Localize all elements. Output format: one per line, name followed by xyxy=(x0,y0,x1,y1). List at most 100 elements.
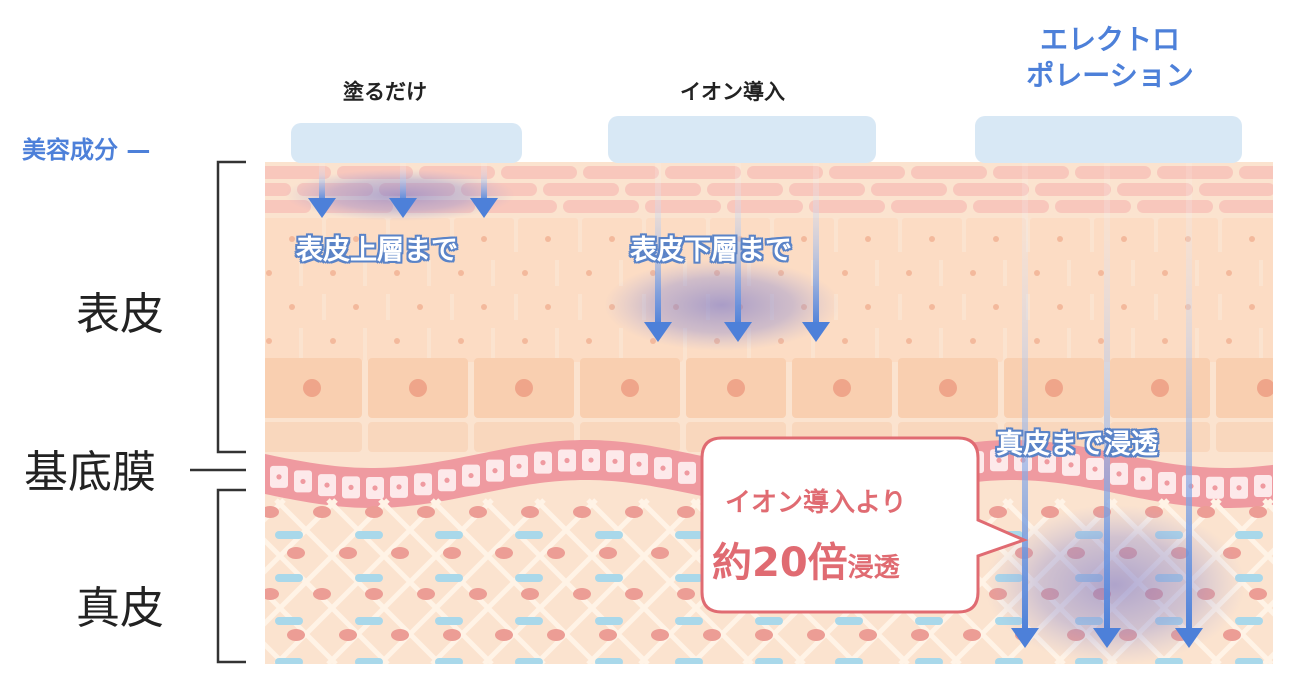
lattice-line xyxy=(0,500,24,664)
dermis-cell xyxy=(599,547,617,559)
cell-nucleus xyxy=(481,236,487,242)
callout-bubble xyxy=(700,436,1029,614)
top-cell xyxy=(871,183,947,196)
basal-nucleus xyxy=(727,379,745,397)
callout-penetration: 浸透 xyxy=(847,553,900,583)
arrow-down-icon xyxy=(724,322,752,342)
ingredient-box-electro xyxy=(975,116,1242,163)
cell-nucleus xyxy=(458,338,464,344)
cell-nucleus xyxy=(970,270,976,276)
top-cell xyxy=(1075,166,1151,179)
membrane-nucleus xyxy=(540,460,546,466)
collagen-dash xyxy=(835,617,863,625)
apply-arrow xyxy=(308,163,336,218)
basal-cell-lower xyxy=(265,422,362,452)
membrane-nucleus xyxy=(516,463,522,469)
cell-nucleus xyxy=(330,338,336,344)
lattice-line xyxy=(1210,498,1273,565)
basal-nucleus xyxy=(621,379,639,397)
dermis-cell xyxy=(521,588,539,600)
top-cell xyxy=(1035,183,1111,196)
cell-nucleus xyxy=(929,304,935,310)
ion-arrow xyxy=(644,163,672,342)
top-cell xyxy=(1117,183,1193,196)
dermis-cell xyxy=(547,629,565,641)
cell-nucleus xyxy=(353,304,359,310)
cell-nucleus xyxy=(417,304,423,310)
top-cell xyxy=(583,166,659,179)
top-cell xyxy=(1055,200,1131,213)
cell-nucleus xyxy=(906,338,912,344)
top-cell xyxy=(265,183,291,196)
cell-nucleus xyxy=(394,338,400,344)
membrane-nucleus xyxy=(660,465,666,471)
cell-nucleus xyxy=(609,236,615,242)
collagen-dash xyxy=(1235,531,1263,539)
bracket-icon xyxy=(216,160,246,454)
top-cell xyxy=(973,200,1049,213)
epidermis-cell xyxy=(1263,252,1273,294)
dermis-cell xyxy=(573,506,591,518)
membrane-nucleus xyxy=(588,457,594,463)
top-cell xyxy=(543,183,619,196)
ingredient-label: 美容成分 — xyxy=(22,136,151,164)
top-cell xyxy=(1137,200,1213,213)
dermis-cell xyxy=(1223,629,1241,641)
dermis-cell xyxy=(417,588,435,600)
membrane-nucleus xyxy=(348,484,354,490)
membrane-nucleus xyxy=(1284,480,1289,485)
cell-nucleus xyxy=(289,236,295,242)
top-cell xyxy=(911,166,987,179)
membrane-nucleus xyxy=(612,458,618,464)
arrow-down-icon xyxy=(802,322,830,342)
cell-nucleus xyxy=(1057,236,1063,242)
dermis-cell xyxy=(391,629,409,641)
arrow-down-icon xyxy=(470,198,498,218)
arrow-shaft xyxy=(1186,163,1192,632)
cell-nucleus xyxy=(545,236,551,242)
basal-nucleus xyxy=(939,379,957,397)
dermis-cell xyxy=(963,629,981,641)
dermis-cell xyxy=(1249,506,1267,518)
top-cell xyxy=(1281,183,1291,196)
dermis-cell xyxy=(391,547,409,559)
cell-nucleus xyxy=(1226,270,1232,276)
dermis-cell xyxy=(521,506,539,518)
lattice-line xyxy=(265,498,390,627)
membrane-nucleus xyxy=(276,474,282,480)
ingredient-box-ion xyxy=(608,116,876,163)
basal-cell xyxy=(1216,358,1273,418)
diffusion-blob-dermis xyxy=(985,505,1245,665)
collagen-dash xyxy=(355,531,383,539)
cell-nucleus xyxy=(458,270,464,276)
collagen-dash xyxy=(595,574,623,582)
collagen-dash xyxy=(515,617,543,625)
dermis-cell xyxy=(365,506,383,518)
cell-nucleus xyxy=(330,270,336,276)
arrow-shaft xyxy=(481,163,487,202)
cell-nucleus xyxy=(522,270,528,276)
collagen-dash xyxy=(435,531,463,539)
collagen-dash xyxy=(515,531,543,539)
collagen-dash xyxy=(435,617,463,625)
dermis-cell xyxy=(469,506,487,518)
top-cell xyxy=(789,183,865,196)
cell-nucleus xyxy=(1034,270,1040,276)
dermis-cell xyxy=(625,506,643,518)
cell-nucleus xyxy=(266,338,272,344)
arrow-down-icon xyxy=(1011,628,1039,648)
dermis-cell xyxy=(287,629,305,641)
basal-nucleus xyxy=(303,379,321,397)
collagen-dash xyxy=(995,658,1023,664)
arrow-down-icon xyxy=(1093,628,1121,648)
membrane-nucleus xyxy=(684,470,690,476)
arrow-down-icon xyxy=(1175,628,1203,648)
basal-nucleus xyxy=(1151,379,1169,397)
top-cell xyxy=(563,200,639,213)
cell-nucleus xyxy=(417,236,423,242)
apply-arrow xyxy=(470,163,498,218)
cell-nucleus xyxy=(993,236,999,242)
cell-nucleus xyxy=(929,236,935,242)
